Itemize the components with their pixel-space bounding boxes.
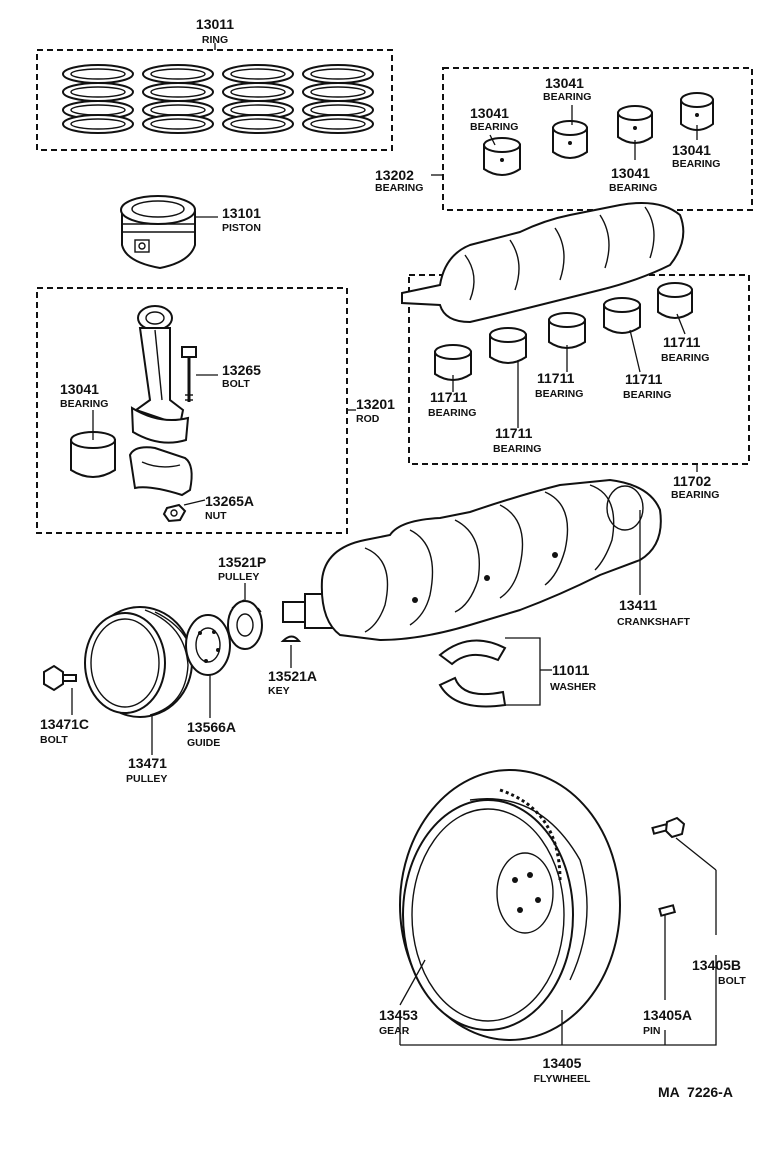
pulley-gear-name: PULLEY xyxy=(218,571,259,583)
rod-bolt-number: 13265 xyxy=(222,362,261,378)
crankshaft-number: 13411 xyxy=(619,597,657,613)
guide-name: GUIDE xyxy=(187,737,220,749)
flywheel-drawing xyxy=(399,769,621,1041)
piston-drawing xyxy=(120,195,196,270)
main-bearing-shells xyxy=(434,282,693,381)
pulley-number: 13471 xyxy=(128,755,167,771)
ring-number: 13011 xyxy=(196,16,234,32)
rod-assembly-box xyxy=(36,287,348,534)
pin-drawing xyxy=(658,904,677,917)
rod-number: 13201 xyxy=(356,396,395,412)
main-bearing-set-number: 11702 xyxy=(673,473,711,489)
bearing-a-number: 13041 xyxy=(470,105,509,121)
main-bearing-set-name: BEARING xyxy=(671,489,719,501)
upper-bearing-shells xyxy=(483,92,714,176)
pulley-gear-drawing xyxy=(227,599,263,650)
flywheel-bolt-number: 13405B xyxy=(692,957,741,973)
piston-number: 13101 xyxy=(222,205,261,221)
rod-nut-number: 13265A xyxy=(205,493,254,509)
figure-code: MA 7226-A xyxy=(658,1084,733,1100)
crankshaft-name: CRANKSHAFT xyxy=(617,616,690,628)
bearing-d-number: 13041 xyxy=(672,142,711,158)
main-bearing-2-name: BEARING xyxy=(493,443,541,455)
crank-pulley-drawing xyxy=(84,606,195,718)
crankshaft-drawing xyxy=(282,478,662,642)
ring-set-box xyxy=(36,49,393,151)
ring-name: RING xyxy=(202,34,228,46)
bearing-a-name: BEARING xyxy=(470,121,518,133)
flywheel-name: FLYWHEEL xyxy=(534,1073,591,1085)
washer-name: WASHER xyxy=(550,681,597,693)
main-bearing-4-number: 11711 xyxy=(625,371,663,387)
pulley-bolt-number: 13471C xyxy=(40,716,89,732)
guide-drawing xyxy=(185,614,231,676)
pulley-name: PULLEY xyxy=(126,773,167,785)
flywheel-bolt-drawing xyxy=(651,816,686,839)
guide-number: 13566A xyxy=(187,719,236,735)
thrust-washers-drawing xyxy=(438,639,507,708)
main-bearing-2-number: 11711 xyxy=(495,425,533,441)
main-bearing-1-number: 11711 xyxy=(430,389,468,405)
flywheel-number: 13405 xyxy=(543,1055,582,1071)
bearing-c-name: BEARING xyxy=(609,182,657,194)
main-bearing-5-name: BEARING xyxy=(661,352,709,364)
ring-gear-name: GEAR xyxy=(379,1025,410,1037)
bearing-d-name: BEARING xyxy=(672,158,720,170)
main-bearing-3-name: BEARING xyxy=(535,388,583,400)
rod-nut-name: NUT xyxy=(205,510,227,522)
bearing-b-number: 13041 xyxy=(545,75,584,91)
main-bearing-5-number: 11711 xyxy=(663,334,701,350)
rod-bearing-number: 13041 xyxy=(60,381,99,397)
part-labels: 13011 RING 13101 PISTON 13202 BEARING 13… xyxy=(40,16,746,1100)
washer-number: 11011 xyxy=(552,662,590,678)
main-bearing-1-name: BEARING xyxy=(428,407,476,419)
rod-bearing-name: BEARING xyxy=(60,398,108,410)
main-bearing-4-name: BEARING xyxy=(623,389,671,401)
connecting-rod-drawing xyxy=(70,305,197,523)
pin-name: PIN xyxy=(643,1025,661,1037)
upper-bearing-set-number: 13202 xyxy=(375,167,414,183)
pin-number: 13405A xyxy=(643,1007,692,1023)
piston-rings xyxy=(62,64,374,134)
main-bearing-3-number: 11711 xyxy=(537,370,575,386)
key-drawing xyxy=(280,635,302,642)
flywheel-bolt-name: BOLT xyxy=(718,975,746,987)
bearing-b-name: BEARING xyxy=(543,91,591,103)
rod-name: ROD xyxy=(356,413,380,425)
bearing-c-number: 13041 xyxy=(611,165,650,181)
rod-bolt-name: BOLT xyxy=(222,378,250,390)
key-name: KEY xyxy=(268,685,290,697)
pulley-bolt-name: BOLT xyxy=(40,734,68,746)
key-number: 13521A xyxy=(268,668,317,684)
leader-lines xyxy=(71,43,717,1046)
upper-bearing-set-name: BEARING xyxy=(375,182,423,194)
piston-name: PISTON xyxy=(222,222,261,234)
crankshaft-outline-upper xyxy=(401,202,685,324)
ring-gear-number: 13453 xyxy=(379,1007,418,1023)
pulley-bolt-drawing xyxy=(43,664,77,692)
pulley-gear-number: 13521P xyxy=(218,554,266,570)
